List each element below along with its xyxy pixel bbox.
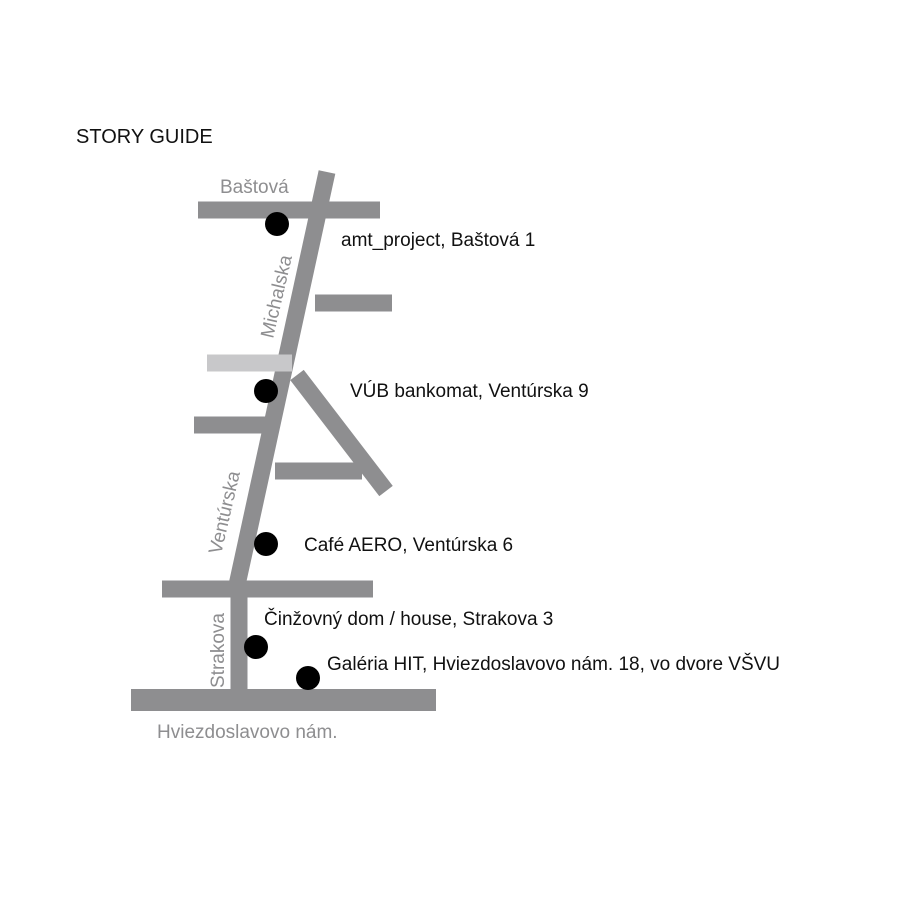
marker-cinzovny-dom[interactable] bbox=[244, 635, 268, 659]
roads bbox=[131, 170, 436, 711]
place-label-vub-bankomat: VÚB bankomat, Ventúrska 9 bbox=[350, 380, 589, 402]
marker-amt-project[interactable] bbox=[265, 212, 289, 236]
place-label-cinzovny-dom: Činžovný dom / house, Strakova 3 bbox=[264, 608, 553, 630]
place-label-galeria-hit: Galéria HIT, Hviezdoslavovo nám. 18, vo … bbox=[327, 653, 780, 675]
street-label-strakova: Strakova bbox=[208, 613, 229, 688]
place-markers bbox=[244, 212, 320, 690]
marker-vub-bankomat[interactable] bbox=[254, 379, 278, 403]
map-title: STORY GUIDE bbox=[76, 126, 213, 148]
place-labels: amt_project, Baštová 1 VÚB bankomat, Ven… bbox=[264, 230, 780, 675]
place-label-amt-project: amt_project, Baštová 1 bbox=[341, 230, 535, 251]
marker-cafe-aero[interactable] bbox=[254, 532, 278, 556]
marker-galeria-hit[interactable] bbox=[296, 666, 320, 690]
street-label-hviezdoslavovo: Hviezdoslavovo nám. bbox=[157, 722, 338, 743]
place-label-cafe-aero: Café AERO, Ventúrska 6 bbox=[304, 535, 513, 556]
road-michalska-venturska bbox=[228, 170, 336, 587]
street-label-bastova: Baštová bbox=[220, 177, 289, 198]
road-diagonal-branch bbox=[290, 369, 393, 497]
